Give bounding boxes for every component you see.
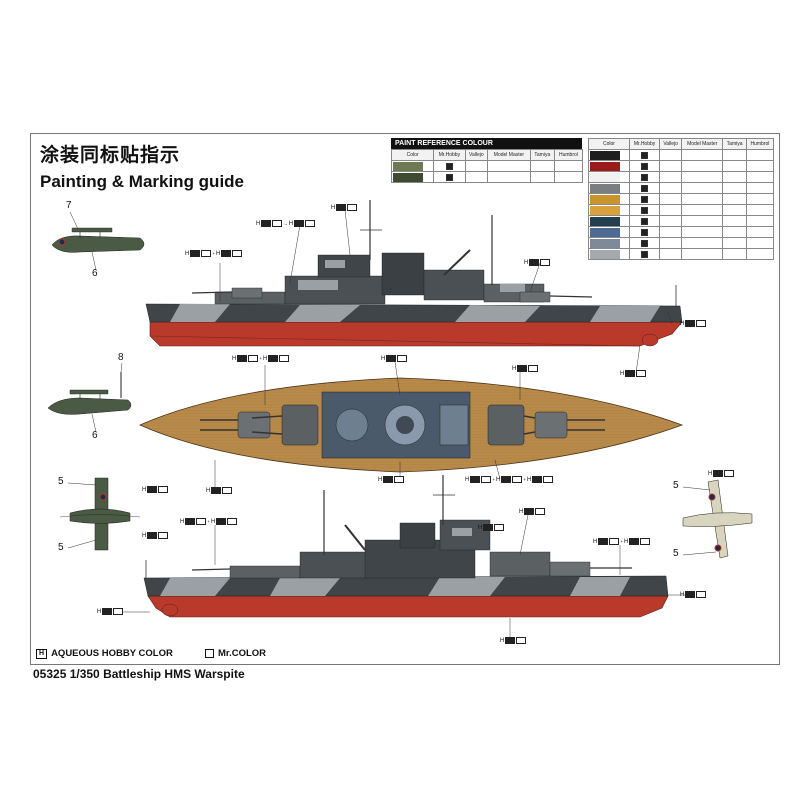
paint-callout: H	[97, 608, 124, 615]
color-swatch	[590, 172, 620, 182]
col-humbrol: Humbrol	[553, 149, 584, 161]
paint-callout: H	[378, 476, 405, 483]
part-number: 7	[66, 200, 72, 211]
paint-callout: H →H	[256, 220, 316, 227]
paint-code	[641, 250, 648, 258]
table-row	[588, 182, 775, 194]
aqueous-symbol: H	[36, 648, 48, 659]
part-number: 5	[58, 542, 64, 553]
paint-callout: H +H +H	[465, 476, 554, 483]
paint-code	[641, 162, 648, 170]
ship-profile-bottom	[143, 475, 669, 618]
funnel-top	[381, 252, 425, 296]
paint-code	[641, 217, 648, 225]
color-swatch	[590, 216, 620, 226]
hull-red-bottom	[147, 595, 669, 618]
paint-callout: H	[512, 365, 539, 372]
legend-mr-color: Mr.COLOR	[205, 648, 266, 659]
paint-code	[641, 206, 648, 214]
paint-code	[641, 239, 648, 247]
paint-table-right: Color Mr.Hobby Vallejo Model Master Tami…	[588, 138, 775, 260]
paint-callout: H	[708, 470, 735, 477]
aircraft-walrus-front	[47, 372, 132, 415]
hull-upper-top	[145, 303, 683, 323]
paint-callout: H	[524, 259, 551, 266]
table-row	[588, 193, 775, 205]
paint-callout: H	[620, 370, 647, 377]
funnel-bottom	[399, 522, 436, 549]
part-number: 6	[92, 430, 98, 441]
color-swatch	[590, 205, 620, 215]
paint-code	[446, 173, 453, 181]
paint-table-right-header: Color Mr.Hobby Vallejo Model Master Tami…	[588, 138, 775, 150]
aircraft-walrus-side	[51, 227, 145, 253]
part-number: 5	[58, 476, 64, 487]
color-swatch	[393, 172, 423, 182]
color-swatch	[393, 161, 423, 171]
color-swatch	[590, 227, 620, 237]
part-number: 6	[92, 268, 98, 279]
aircraft-swordfish-cream	[682, 479, 753, 559]
col-color: Color	[390, 149, 435, 161]
paint-code	[641, 195, 648, 203]
part-number: 5	[673, 480, 679, 491]
paint-callout: H	[142, 532, 169, 539]
title-chinese: 涂装同标贴指示	[40, 144, 181, 166]
hull-red-top	[149, 321, 683, 347]
aqueous-label: AQUEOUS HOBBY COLOR	[51, 648, 173, 659]
table-row	[390, 160, 584, 172]
paint-callout: H +H	[593, 538, 651, 545]
paint-table-left: Color Mr.Hobby Vallejo Model Master Tami…	[390, 149, 584, 183]
color-swatch	[590, 249, 620, 259]
mr-color-label: Mr.COLOR	[218, 648, 267, 659]
table-row	[588, 171, 775, 183]
paint-code	[446, 162, 453, 170]
color-swatch	[590, 183, 620, 193]
paint-callout: H	[381, 355, 408, 362]
paint-callout: H	[206, 487, 233, 494]
paint-callout: H +H	[185, 250, 243, 257]
table-row	[588, 149, 775, 161]
leader-lines	[67, 209, 717, 640]
paint-code	[641, 184, 648, 192]
paint-callout: H	[519, 508, 546, 515]
paint-table-left-header: Color Mr.Hobby Vallejo Model Master Tami…	[390, 149, 584, 161]
ship-deck-plan	[139, 377, 684, 473]
table-row	[390, 171, 584, 183]
table-row	[588, 160, 775, 172]
part-number: 5	[673, 548, 679, 559]
paint-callout: H	[331, 204, 358, 211]
paint-callout: H	[478, 524, 505, 531]
color-swatch	[590, 161, 620, 171]
ship-profile-top	[145, 200, 683, 347]
col-vallejo: Vallejo	[659, 138, 683, 150]
paint-callout: H	[680, 591, 707, 598]
paint-callout: H	[142, 486, 169, 493]
paint-callout: H	[680, 320, 707, 327]
legend-aqueous: H AQUEOUS HOBBY COLOR	[36, 648, 173, 659]
paint-code	[641, 151, 648, 159]
paint-callout: H +H	[232, 355, 290, 362]
product-footer: 05325 1/350 Battleship HMS Warspite	[33, 667, 245, 681]
color-swatch	[590, 194, 620, 204]
table-row	[588, 226, 775, 238]
paint-reference-title: PAINT REFERENCE COLOUR	[391, 138, 582, 149]
table-row	[588, 248, 775, 260]
paint-code	[641, 173, 648, 181]
aircraft-swordfish-top	[59, 477, 141, 551]
title-english: Painting & Marking guide	[40, 172, 245, 191]
table-row	[588, 204, 775, 216]
paint-callout: H	[500, 637, 527, 644]
paint-code	[641, 228, 648, 236]
color-swatch	[590, 238, 620, 248]
paint-callout: H +H	[180, 518, 238, 525]
part-number: 8	[118, 352, 124, 363]
color-swatch	[590, 150, 620, 160]
mr-color-symbol	[205, 649, 214, 658]
